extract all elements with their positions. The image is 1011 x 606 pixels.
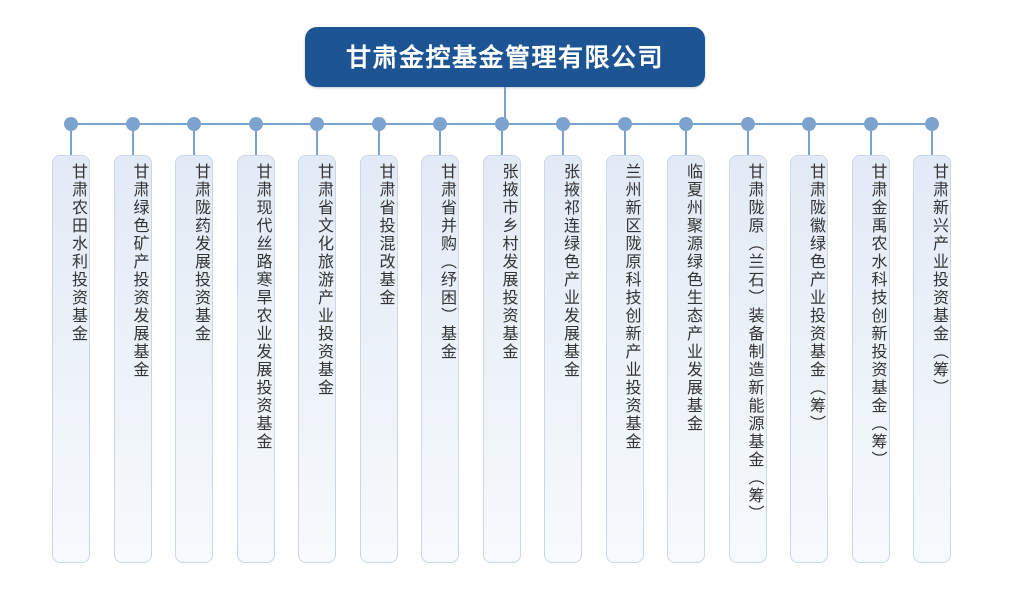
leaf-node-label: 甘肃省文化旅游产业投资基金 — [315, 163, 334, 397]
leaf-node-label: 临夏州聚源绿色生态产业发展基金 — [684, 163, 703, 433]
leaf-connector-stem — [500, 129, 503, 157]
leaf-node-box[interactable]: 甘肃省并购（纾困）基金 — [421, 155, 459, 563]
leaf-node-box[interactable]: 甘肃省文化旅游产业投资基金 — [298, 155, 336, 563]
leaf-node-label: 甘肃绿色矿产投资发展基金 — [130, 163, 150, 379]
leaf-connector-dot-icon — [925, 117, 939, 131]
leaf-node-box[interactable]: 甘肃陇徽绿色产业投资基金（筹） — [790, 155, 828, 563]
leaf-node-box[interactable]: 甘肃陇原（兰石）装备制造新能源基金（筹） — [728, 155, 767, 563]
leaf-connector-stem — [193, 129, 195, 157]
leaf-connector-stem — [562, 129, 564, 157]
leaf-connector-stem — [377, 129, 380, 157]
leaf-connector-dot-icon — [64, 117, 78, 131]
leaf-node-box[interactable]: 甘肃金禹农水科技创新投资基金（筹） — [851, 155, 890, 563]
leaf-node-box[interactable]: 甘肃农田水利投资基金 — [52, 155, 90, 563]
leaf-connector-dot-icon — [125, 117, 140, 131]
leaf-node-label: 甘肃农田水利投资基金 — [69, 163, 88, 343]
leaf-connector-stem — [869, 129, 872, 157]
leaf-node-label: 甘肃金禹农水科技创新投资基金（筹） — [868, 163, 888, 469]
leaf-connector-stem — [623, 129, 626, 157]
leaf-connector-dot-icon — [740, 117, 755, 131]
leaf-node-box[interactable]: 临夏州聚源绿色生态产业发展基金 — [667, 155, 705, 563]
leaf-connector-dot-icon — [617, 117, 632, 131]
leaf-connector-dot-icon — [310, 117, 324, 131]
leaf-connector-stem — [254, 129, 257, 157]
leaf-node-box[interactable]: 甘肃省投混改基金 — [359, 155, 398, 563]
leaf-node-label: 甘肃省并购（纾困）基金 — [438, 163, 457, 361]
leaf-node-box[interactable]: 张掖市乡村发展投资基金 — [482, 155, 521, 563]
leaf-connector-dot-icon — [187, 117, 201, 131]
leaf-node-label: 甘肃陇药发展投资基金 — [192, 163, 211, 343]
leaf-connector-stem — [685, 129, 687, 157]
leaf-node-label: 甘肃现代丝路寒旱农业发展投资基金 — [253, 163, 273, 451]
root-node-company[interactable]: 甘肃金控基金管理有限公司 — [305, 27, 705, 87]
leaf-connector-dot-icon — [863, 117, 878, 131]
leaf-connector-stem — [931, 129, 933, 157]
leaf-connector-dot-icon — [802, 117, 816, 131]
leaf-connector-stem — [70, 129, 72, 157]
leaf-node-label: 甘肃陇徽绿色产业投资基金（筹） — [807, 163, 826, 433]
leaf-connector-dot-icon — [556, 117, 570, 131]
leaf-node-label: 甘肃新兴产业投资基金（筹） — [930, 163, 949, 397]
leaf-connector-stem — [439, 129, 441, 157]
leaf-node-box[interactable]: 甘肃现代丝路寒旱农业发展投资基金 — [236, 155, 275, 563]
leaf-connector-stem — [316, 129, 318, 157]
leaf-connector-stem — [131, 129, 134, 157]
leaf-connector-stem — [746, 129, 749, 157]
root-node-label: 甘肃金控基金管理有限公司 — [345, 42, 664, 72]
trunk-connector-vertical — [504, 87, 506, 125]
leaf-node-label: 甘肃省投混改基金 — [376, 163, 396, 307]
leaf-node-label: 张掖祁连绿色产业发展基金 — [561, 163, 580, 379]
leaf-connector-dot-icon — [371, 117, 386, 131]
leaf-connector-dot-icon — [248, 117, 263, 131]
leaf-node-label: 甘肃陇原（兰石）装备制造新能源基金（筹） — [745, 163, 765, 523]
leaf-node-box[interactable]: 甘肃新兴产业投资基金（筹） — [913, 155, 951, 563]
leaf-connector-stem — [808, 129, 810, 157]
leaf-node-box[interactable]: 甘肃陇药发展投资基金 — [175, 155, 213, 563]
leaf-node-box[interactable]: 甘肃绿色矿产投资发展基金 — [113, 155, 152, 563]
leaf-node-box[interactable]: 张掖祁连绿色产业发展基金 — [544, 155, 582, 563]
leaf-node-box[interactable]: 兰州新区陇原科技创新产业投资基金 — [605, 155, 644, 563]
leaf-node-label: 张掖市乡村发展投资基金 — [499, 163, 519, 361]
leaf-connector-dot-icon — [494, 117, 509, 131]
leaf-connector-dot-icon — [679, 117, 693, 131]
leaf-node-label: 兰州新区陇原科技创新产业投资基金 — [622, 163, 642, 451]
leaf-connector-dot-icon — [433, 117, 447, 131]
